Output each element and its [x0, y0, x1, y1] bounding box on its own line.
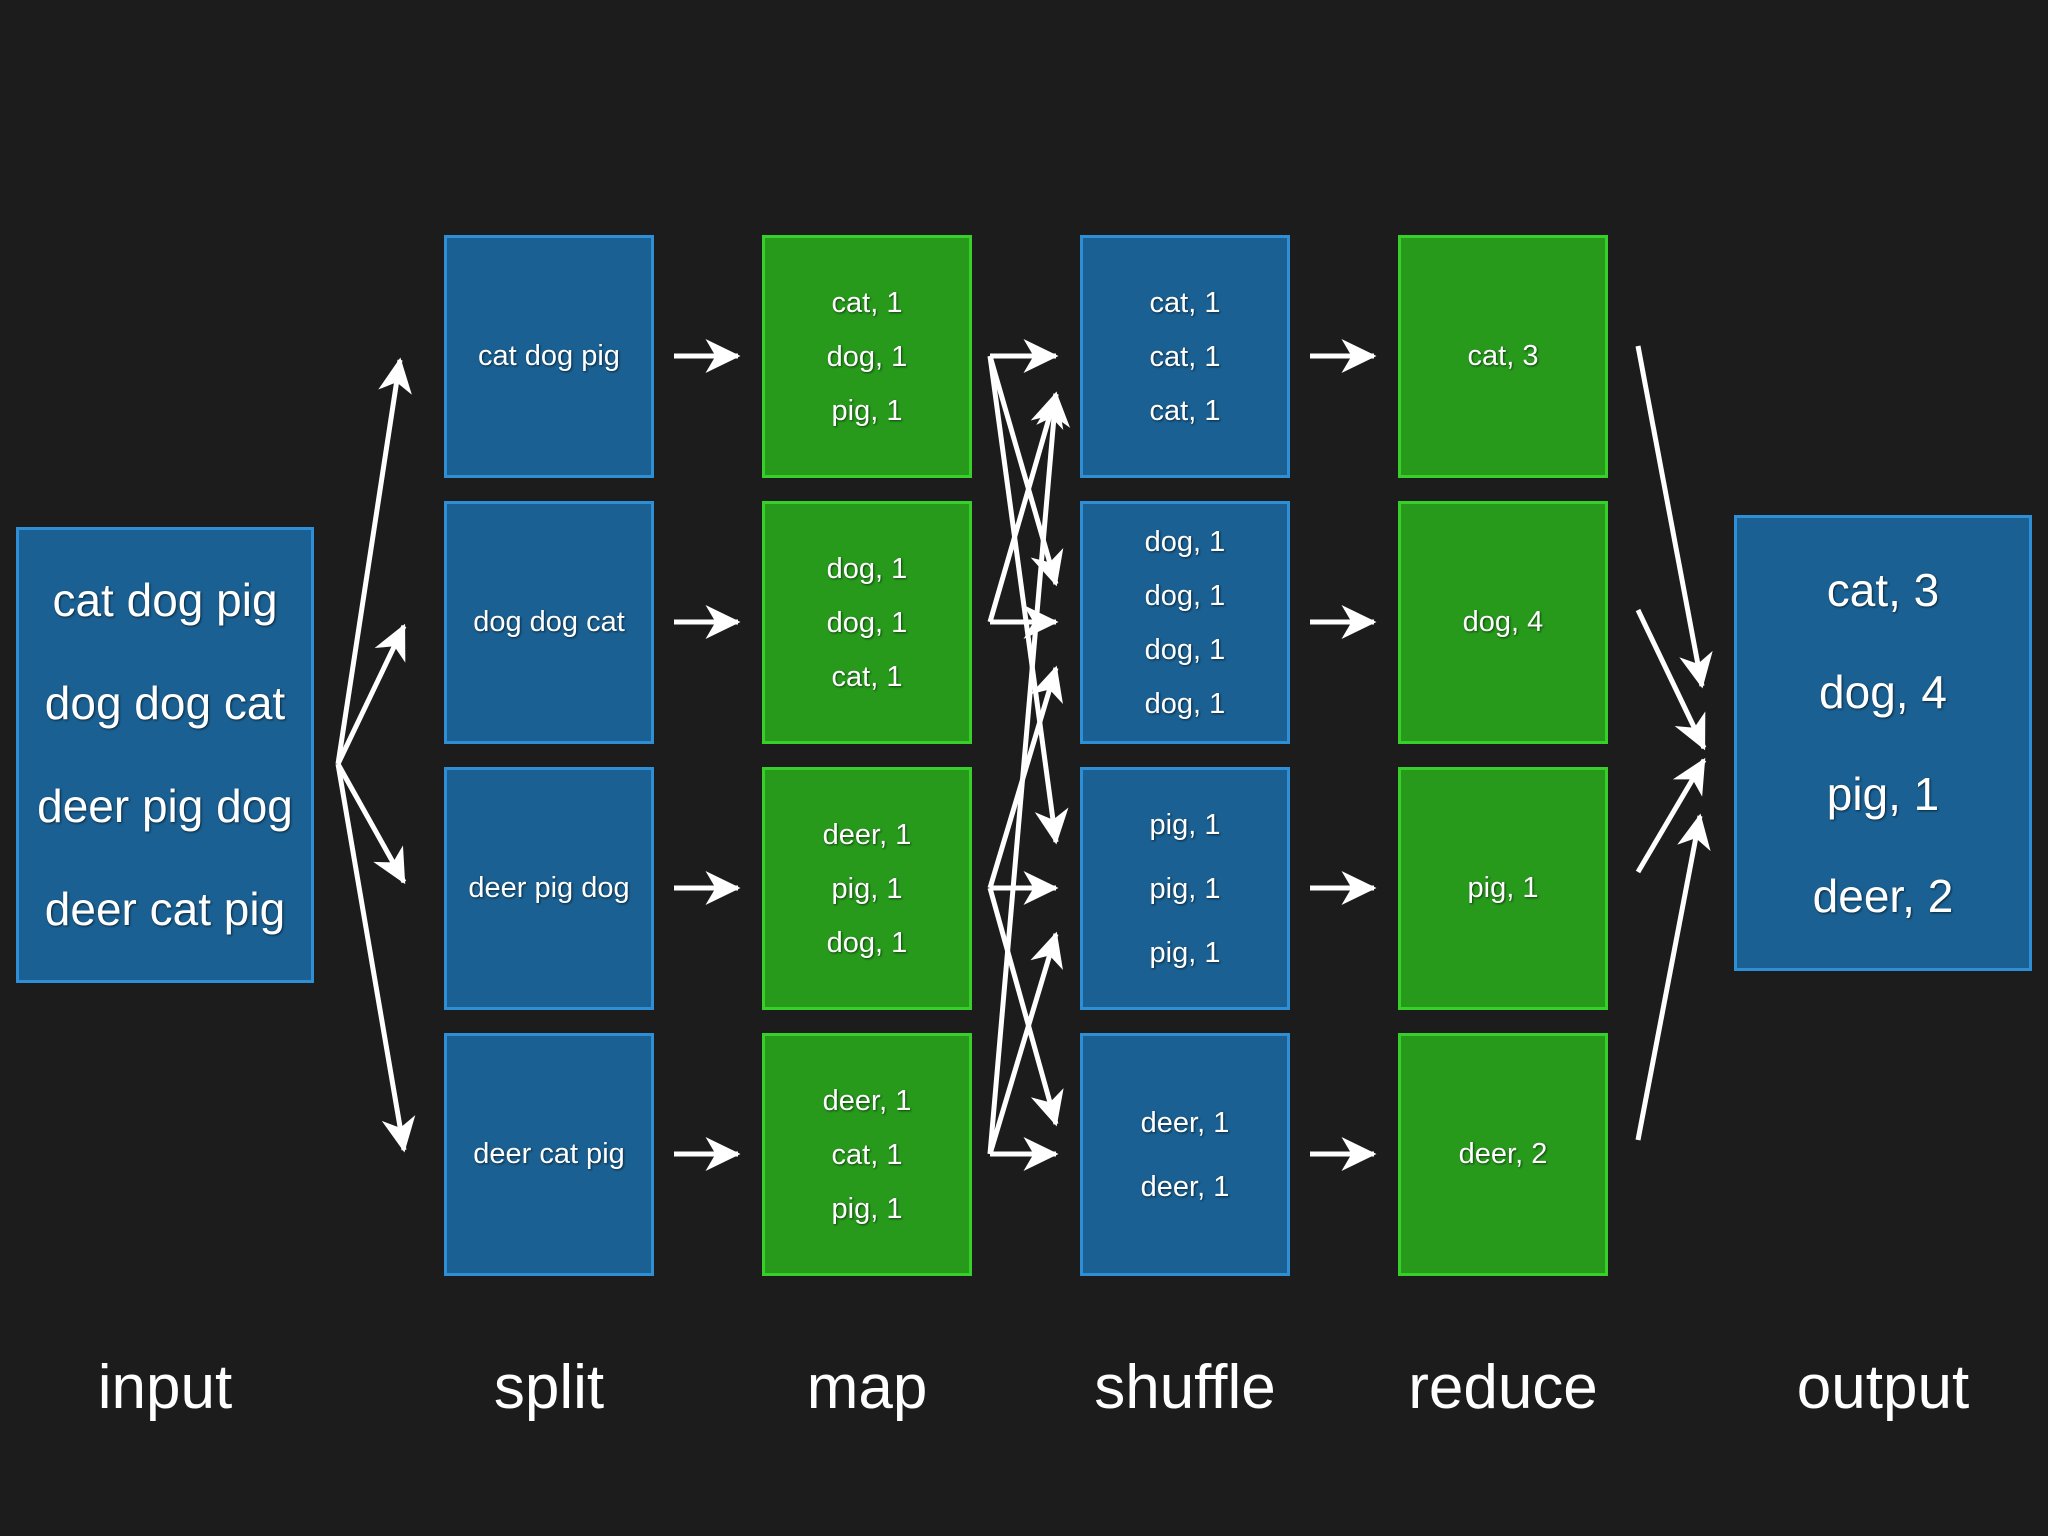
shuffle-pair: dog, 1 [1144, 633, 1226, 666]
map-pair: deer, 1 [822, 1084, 912, 1117]
map-box: dog, 1 dog, 1 cat, 1 [762, 501, 972, 744]
map-pair: cat, 1 [831, 286, 903, 319]
arrow-map-to-shuffle [987, 355, 1069, 845]
reduce-result: dog, 4 [1462, 606, 1544, 638]
arrow-map-to-shuffle [987, 355, 1064, 587]
arrow-reduce-to-output [1635, 608, 1707, 751]
stage-label-map: map [806, 1353, 928, 1422]
map-box: deer, 1 cat, 1 pig, 1 [762, 1033, 972, 1276]
shuffle-pair: deer, 1 [1140, 1170, 1230, 1203]
output-line: dog, 4 [1819, 666, 1947, 718]
shuffle-box: deer, 1 deer, 1 [1080, 1033, 1290, 1276]
stage-label-shuffle: shuffle [1094, 1353, 1276, 1422]
input-line: cat dog pig [52, 574, 278, 626]
arrow-map-to-shuffle [987, 391, 1064, 623]
arrow-input-to-split [335, 763, 416, 1153]
split-text: deer pig dog [468, 872, 630, 904]
shuffle-box: pig, 1 pig, 1 pig, 1 [1080, 767, 1290, 1010]
reduce-box: cat, 3 [1398, 235, 1608, 478]
output-line: deer, 2 [1812, 870, 1954, 922]
output-line: pig, 1 [1826, 768, 1940, 820]
arrow-map-to-shuffle [987, 931, 1063, 1155]
arrow-map-to-shuffle [987, 391, 1071, 1155]
stage-label-split: split [493, 1353, 605, 1422]
shuffle-pair: pig, 1 [1149, 808, 1221, 841]
shuffle-pair: cat, 1 [1149, 286, 1221, 319]
input-line: dog dog cat [44, 677, 286, 729]
map-pair: cat, 1 [831, 1138, 903, 1171]
reduce-box: pig, 1 [1398, 767, 1608, 1010]
stage-label-reduce: reduce [1408, 1353, 1598, 1422]
map-pair: pig, 1 [831, 1192, 903, 1225]
input-line: deer pig dog [37, 780, 293, 832]
map-pair: dog, 1 [826, 552, 908, 585]
reduce-result: pig, 1 [1467, 872, 1539, 904]
reduce-box: deer, 2 [1398, 1033, 1608, 1276]
split-box: dog dog cat [444, 501, 654, 744]
arrow-reduce-to-output [1635, 345, 1713, 689]
split-box: deer cat pig [444, 1033, 654, 1276]
map-box: deer, 1 pig, 1 dog, 1 [762, 767, 972, 1010]
arrow-map-to-shuffle [987, 887, 1064, 1127]
map-pair: dog, 1 [826, 606, 908, 639]
map-pair: deer, 1 [822, 818, 912, 851]
split-box: cat dog pig [444, 235, 654, 478]
arrow-input-to-split [335, 762, 407, 885]
shuffle-box: dog, 1 dog, 1 dog, 1 dog, 1 [1080, 501, 1290, 744]
output-line: cat, 3 [1826, 564, 1940, 616]
reduce-result: deer, 2 [1458, 1138, 1548, 1170]
arrow-reduce-to-output [1635, 813, 1711, 1141]
reduce-result: cat, 3 [1467, 340, 1539, 372]
split-text: deer cat pig [473, 1138, 625, 1170]
map-pair: pig, 1 [831, 394, 903, 427]
split-text: cat dog pig [478, 340, 620, 372]
shuffle-pair: pig, 1 [1149, 936, 1221, 969]
split-text: dog dog cat [473, 606, 625, 638]
map-pair: cat, 1 [831, 660, 903, 693]
map-pair: pig, 1 [831, 872, 903, 905]
shuffle-pair: cat, 1 [1149, 394, 1221, 427]
split-box: deer pig dog [444, 767, 654, 1010]
shuffle-box: cat, 1 cat, 1 cat, 1 [1080, 235, 1290, 478]
map-pair: dog, 1 [826, 926, 908, 959]
arrow-reduce-to-output [1635, 757, 1707, 874]
shuffle-pair: dog, 1 [1144, 525, 1226, 558]
shuffle-pair: dog, 1 [1144, 687, 1226, 720]
input-box: cat dog pig dog dog cat deer pig dog dee… [16, 527, 314, 983]
shuffle-pair: pig, 1 [1149, 872, 1221, 905]
arrow-input-to-split [335, 357, 412, 765]
stage-label-input: input [97, 1353, 233, 1422]
arrow-input-to-split [335, 623, 407, 766]
reduce-box: dog, 4 [1398, 501, 1608, 744]
input-line: deer cat pig [44, 883, 286, 935]
output-box: cat, 3 dog, 4 pig, 1 deer, 2 [1734, 515, 2032, 971]
shuffle-pair: dog, 1 [1144, 579, 1226, 612]
shuffle-pair: cat, 1 [1149, 340, 1221, 373]
stage-label-output: output [1796, 1353, 1970, 1422]
map-box: cat, 1 dog, 1 pig, 1 [762, 235, 972, 478]
shuffle-pair: deer, 1 [1140, 1106, 1230, 1139]
map-pair: dog, 1 [826, 340, 908, 373]
